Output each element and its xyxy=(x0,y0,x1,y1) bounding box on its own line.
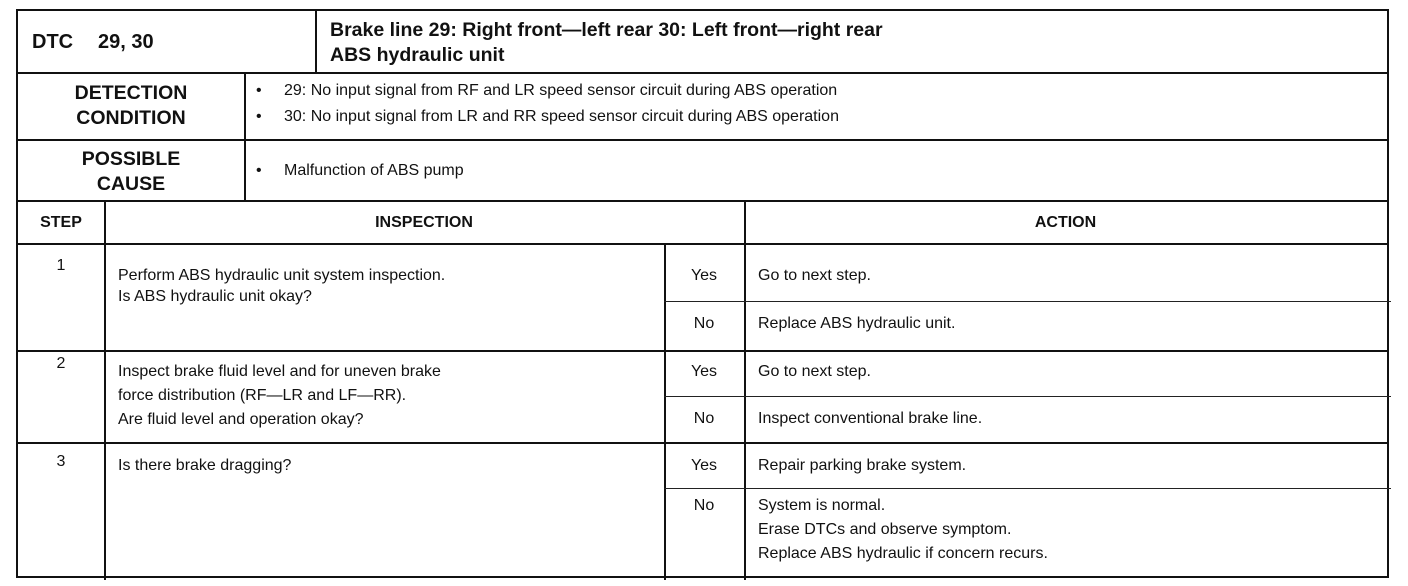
cause-item: •Malfunction of ABS pump xyxy=(256,162,464,179)
detection-item: •29: No input signal from RF and LR spee… xyxy=(256,82,838,99)
step-number: 1 xyxy=(56,257,66,274)
no-label: No xyxy=(693,315,715,332)
yes-label: Yes xyxy=(690,457,718,474)
header-title-line2: ABS hydraulic unit xyxy=(330,44,505,66)
no-action-line: System is normal. xyxy=(758,497,886,514)
column-inspection: INSPECTION xyxy=(375,214,473,231)
dtc-label: DTC xyxy=(32,31,74,53)
detection-label-line1: DETECTION xyxy=(74,82,188,104)
step-inspection-line: Is there brake dragging? xyxy=(118,457,292,474)
header-title-line1: Brake line 29: Right front—left rear 30:… xyxy=(330,19,883,41)
step-number: 2 xyxy=(56,355,66,372)
cause-label-line2: CAUSE xyxy=(96,173,166,195)
no-label: No xyxy=(693,410,715,427)
dtc-table: DTC 29, 30 Brake line 29: Right front—le… xyxy=(16,9,1391,580)
no-action-line: Inspect conventional brake line. xyxy=(758,410,983,427)
step-inspection-line: Is ABS hydraulic unit okay? xyxy=(118,288,312,305)
no-label: No xyxy=(693,497,715,514)
step-inspection-line: Perform ABS hydraulic unit system inspec… xyxy=(118,267,446,284)
step-number: 3 xyxy=(56,453,66,470)
yes-label: Yes xyxy=(690,363,718,380)
yes-action-line: Go to next step. xyxy=(758,363,871,380)
column-action: ACTION xyxy=(1034,214,1097,231)
no-action-line: Replace ABS hydraulic if concern recurs. xyxy=(758,545,1048,562)
bullet-icon: • xyxy=(256,82,262,99)
cause-label-line1: POSSIBLE xyxy=(81,148,181,170)
bullet-icon: • xyxy=(256,108,262,125)
step-inspection-line: force distribution (RF—LR and LF—RR). xyxy=(118,387,407,404)
no-action-line: Erase DTCs and observe symptom. xyxy=(758,521,1012,538)
column-step: STEP xyxy=(40,214,82,231)
yes-action-line: Repair parking brake system. xyxy=(758,457,967,474)
dtc-codes: 29, 30 xyxy=(98,31,154,53)
step-inspection-line: Are fluid level and operation okay? xyxy=(118,411,364,428)
bullet-icon: • xyxy=(256,162,262,179)
detection-item: •30: No input signal from LR and RR spee… xyxy=(256,108,839,125)
yes-action-line: Go to next step. xyxy=(758,267,871,284)
detection-label-line2: CONDITION xyxy=(76,107,186,129)
yes-label: Yes xyxy=(690,267,718,284)
no-action-line: Replace ABS hydraulic unit. xyxy=(758,315,956,332)
step-inspection-line: Inspect brake fluid level and for uneven… xyxy=(118,363,441,380)
